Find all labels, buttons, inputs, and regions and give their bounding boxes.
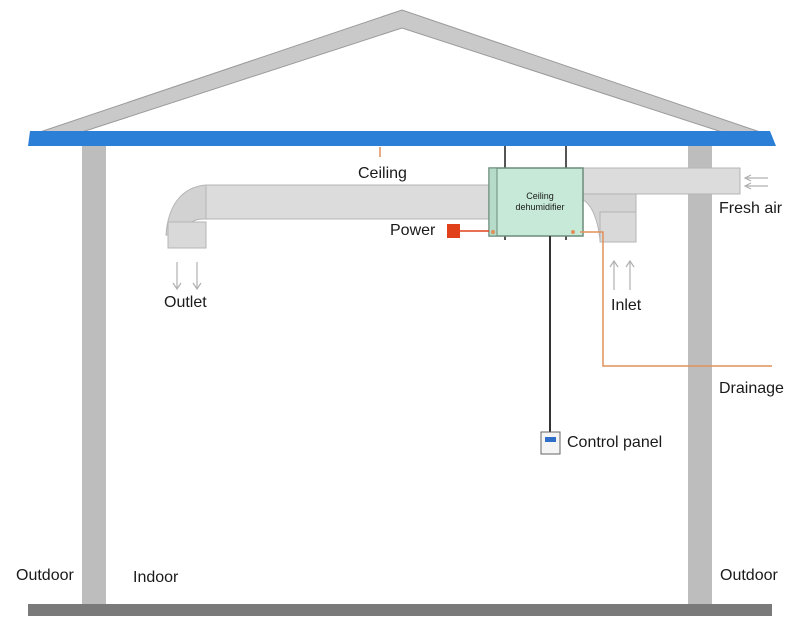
unit-left-panel [488,167,498,237]
control-panel-label: Control panel [567,434,663,451]
ceiling-label: Ceiling [358,165,407,182]
roof [28,131,776,146]
drainage-pipe [580,231,772,367]
fresh-air-label: Fresh air [719,200,783,217]
indoor-label: Indoor [133,569,179,586]
outlet-nozzle [167,221,207,249]
unit-label-line2: dehumidifier [515,202,565,212]
roof-outline [39,9,761,133]
outlet-arrows [172,262,202,291]
fresh-air-duct [582,167,741,195]
right-wall [688,146,712,606]
inlet-label: Inlet [611,297,642,314]
dehumidifier-unit [488,167,584,237]
outdoor-right-label: Outdoor [720,567,778,584]
outlet-duct [205,184,491,220]
power-box [447,224,460,238]
fresh-air-arrows [743,174,768,190]
power-label: Power [390,222,436,239]
left-wall [82,146,106,606]
outdoor-left-label: Outdoor [16,567,74,584]
inlet-nozzle [599,211,637,243]
inlet-arrows [609,259,635,290]
control-panel [540,431,561,455]
outlet-label: Outlet [164,294,207,311]
control-panel-screen [545,437,556,442]
drainage-label: Drainage [719,380,784,397]
unit-label-line1: Ceiling [526,191,554,201]
unit-label: Ceiling dehumidifier [497,191,583,213]
floor [28,604,772,616]
